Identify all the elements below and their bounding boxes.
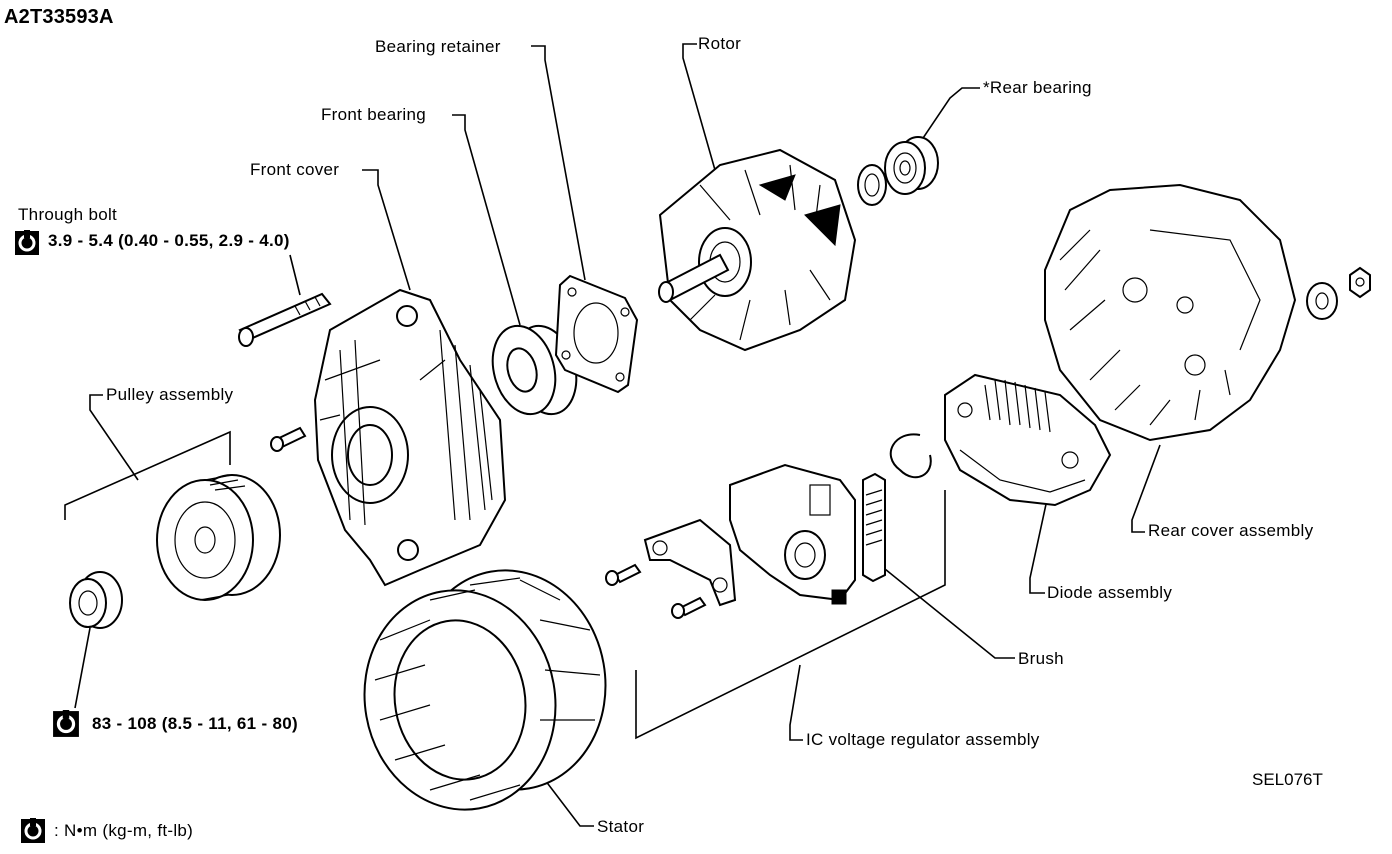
label-pulley-assembly: Pulley assembly	[106, 385, 234, 404]
rear-terminal-nut	[1306, 266, 1371, 320]
label-pulley-torque: 83 - 108 (8.5 - 11, 61 - 80)	[92, 714, 298, 733]
snap-ring-part	[889, 433, 932, 479]
label-front-bearing: Front bearing	[321, 105, 427, 124]
torque-wrench-icon	[15, 230, 39, 255]
diagram-code: A2T33593A	[4, 6, 114, 28]
label-rear-bearing: *Rear bearing	[983, 78, 1092, 97]
legend-text: : N•m (kg-m, ft-lb)	[54, 821, 194, 840]
label-stator: Stator	[597, 817, 645, 836]
reference-code: SEL076T	[1252, 770, 1323, 789]
rear-bearing-part	[857, 136, 939, 206]
stator-part	[363, 569, 607, 811]
label-ic-voltage-regulator: IC voltage regulator assembly	[806, 730, 1040, 749]
torque-wrench-icon	[21, 818, 45, 843]
ic-regulator-part	[729, 463, 856, 605]
bearing-retainer-part	[554, 274, 639, 394]
through-bolt-part	[238, 292, 332, 347]
rotor-part	[658, 148, 857, 352]
label-through-bolt-torque: 3.9 - 5.4 (0.40 - 0.55, 2.9 - 4.0)	[48, 231, 290, 250]
label-rear-cover-assembly: Rear cover assembly	[1148, 521, 1314, 540]
label-front-cover: Front cover	[250, 160, 340, 179]
front-cover-part	[313, 288, 507, 587]
rear-cover-part	[1044, 183, 1297, 442]
label-diode-assembly: Diode assembly	[1047, 583, 1173, 602]
regulator-bracket	[605, 518, 737, 619]
diode-assembly-part	[944, 373, 1112, 507]
label-bearing-retainer: Bearing retainer	[375, 37, 501, 56]
front-bearing-part	[491, 324, 578, 416]
brush-part	[862, 472, 886, 583]
label-brush: Brush	[1018, 649, 1064, 668]
torque-wrench-icon	[53, 710, 79, 737]
pulley-nut-part	[69, 571, 123, 629]
leader-lines	[64, 43, 1161, 827]
front-cover-screw	[270, 426, 307, 452]
pulley-part	[156, 474, 281, 601]
label-through-bolt: Through bolt	[18, 205, 118, 224]
label-rotor: Rotor	[698, 34, 742, 53]
